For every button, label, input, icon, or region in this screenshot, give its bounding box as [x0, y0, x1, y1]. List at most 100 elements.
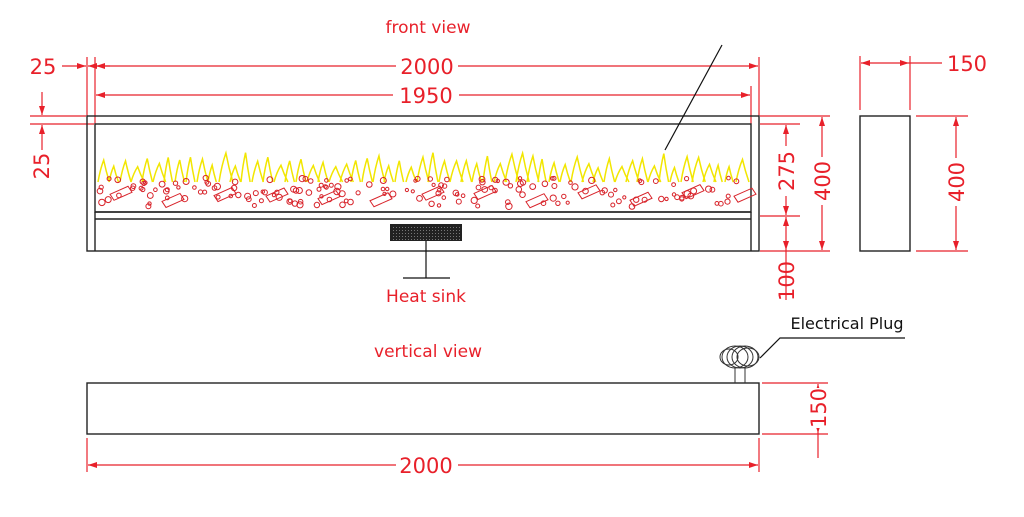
flame-tongue: [251, 158, 265, 183]
ember-pebble: [182, 178, 190, 185]
ember-pebble: [323, 184, 328, 189]
ember-pebble: [286, 198, 294, 205]
ember-pebble: [565, 200, 570, 205]
ember-pebble: [307, 178, 314, 184]
log-piece: [265, 187, 289, 203]
ember-pebble: [571, 183, 579, 191]
ember-pebble: [192, 185, 197, 190]
flame-tongue: [438, 158, 451, 183]
grille-dot: [423, 230, 424, 231]
log-piece: [473, 184, 497, 201]
plug-leader-line: [759, 337, 905, 359]
flame-tongue: [603, 155, 616, 183]
ember-pebble: [588, 176, 596, 184]
ember-pebble: [507, 183, 514, 189]
grille-dot: [450, 227, 451, 228]
flame-tongue: [152, 161, 167, 183]
grille-dot: [441, 236, 442, 237]
flame-tongue: [493, 161, 508, 183]
ember-pebble: [454, 192, 460, 197]
log-piece: [421, 185, 445, 201]
grille-dot: [417, 233, 418, 234]
ember-pebble: [334, 183, 342, 191]
grille-dot: [444, 236, 445, 237]
ember-pebble: [172, 180, 179, 186]
ember-pebble: [724, 198, 731, 205]
grille-dot: [459, 233, 460, 234]
ember-pebble: [568, 180, 573, 185]
ember-pebble: [252, 190, 259, 197]
ember-pebble: [228, 193, 234, 199]
ember-pebble: [441, 195, 447, 200]
grille-dot: [417, 239, 418, 240]
ember-pebble: [355, 190, 361, 196]
ember-pebble: [343, 198, 349, 204]
ember-pebble: [324, 178, 329, 183]
ember-pebble: [518, 176, 523, 181]
ember-pebble: [549, 194, 557, 202]
flame-tongue: [427, 152, 439, 183]
flame-tongue: [229, 163, 242, 183]
ember-pebble: [726, 175, 731, 181]
heat-sink-grille: [390, 224, 462, 241]
grille-dot: [429, 227, 430, 228]
grille-dot: [420, 230, 421, 231]
ember-pebble: [637, 178, 643, 183]
flame-tongue: [383, 163, 395, 183]
log-piece: [109, 185, 133, 201]
grille-dot: [435, 233, 436, 234]
grille-dot: [447, 236, 448, 237]
log-piece: [213, 186, 237, 203]
front-view-body: [86, 115, 760, 252]
svg-text:1950: 1950: [399, 84, 452, 108]
grille-dot: [438, 239, 439, 240]
flame-tongue: [515, 150, 530, 183]
ember-pebble: [318, 182, 324, 188]
ember-pebble: [139, 178, 146, 185]
ember-pebble: [641, 196, 648, 203]
grille-dot: [396, 236, 397, 237]
ember-pebble: [410, 189, 415, 194]
ember-pebble: [204, 179, 210, 185]
grille-dot: [450, 239, 451, 240]
flame-tongue: [460, 158, 473, 183]
ember-pebble: [389, 190, 397, 198]
grille-dot: [393, 227, 394, 228]
grille-dot: [444, 239, 445, 240]
flame-tongue: [735, 157, 750, 183]
ember-pebble: [551, 183, 558, 189]
ember-pebble: [298, 175, 306, 183]
flame-tongue: [295, 159, 307, 183]
grille-dot: [456, 230, 457, 231]
grille-dot: [405, 230, 406, 231]
grille-dot: [405, 236, 406, 237]
ember-pebble: [684, 176, 690, 182]
dim-frame-left: 25: [30, 55, 110, 79]
ember-pebble: [305, 189, 313, 196]
ember-pebble: [96, 187, 104, 195]
grille-dot: [426, 236, 427, 237]
grille-dot: [408, 233, 409, 234]
dim-base-height: 100: [775, 217, 799, 301]
grille-dot: [399, 239, 400, 240]
ember-pebble: [244, 192, 252, 200]
grille-dot: [411, 239, 412, 240]
flame-tongue: [174, 159, 186, 183]
grille-dot: [459, 239, 460, 240]
ember-pebble: [436, 187, 442, 193]
grille-dot: [432, 233, 433, 234]
grille-dot: [411, 227, 412, 228]
grille-dot: [459, 230, 460, 231]
grille-dot: [429, 233, 430, 234]
grille-dot: [411, 230, 412, 231]
grille-dot: [450, 233, 451, 234]
heat-sink-label: Heat sink: [386, 287, 466, 307]
grille-dot: [423, 227, 424, 228]
flame-tongue: [625, 158, 640, 183]
grille-dot: [405, 227, 406, 228]
grille-dot: [402, 236, 403, 237]
ember-pebble: [296, 201, 304, 209]
ember-pebble: [98, 184, 104, 190]
grille-dot: [441, 233, 442, 234]
dim-frame-top: 25: [30, 92, 54, 179]
